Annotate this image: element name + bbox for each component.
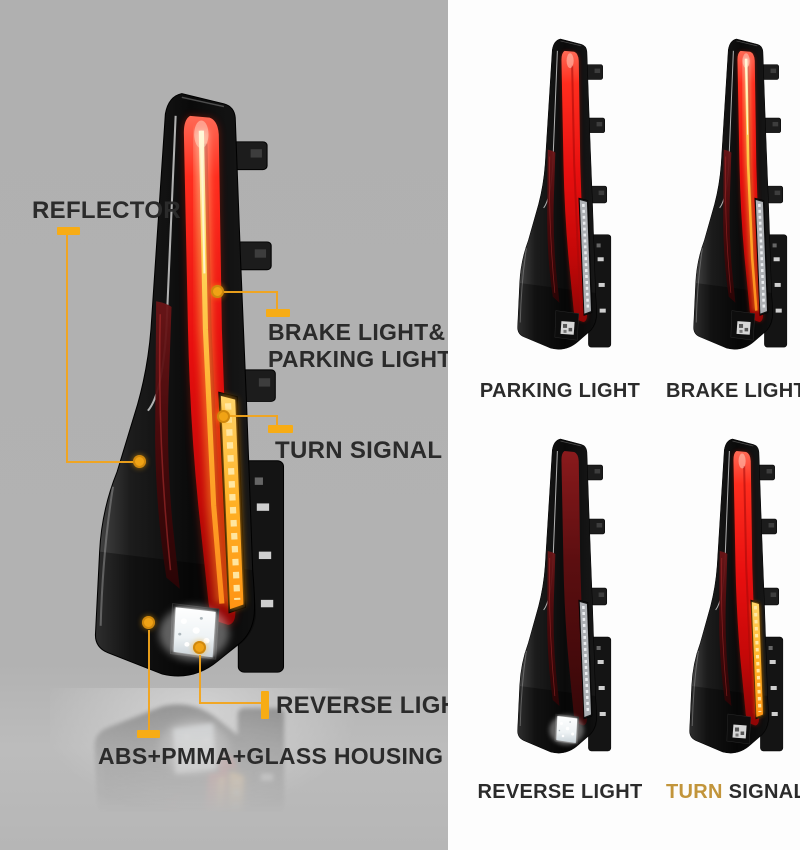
light-modes-gallery: PARKING LIGHT xyxy=(448,0,800,850)
turn-marker xyxy=(268,425,293,433)
reverse-window-sticker xyxy=(736,321,751,335)
brake-marker xyxy=(266,309,290,317)
inner-reflector-band xyxy=(719,551,732,706)
turn-signal-photo xyxy=(680,436,792,766)
tail-lamp-graphic xyxy=(693,38,788,350)
reverse-light-lit xyxy=(159,605,230,662)
reverse-leader-vertical xyxy=(199,655,201,704)
turn-signal-led-strip-unlit xyxy=(755,199,767,314)
reverse-light-caption: REVERSE LIGHT xyxy=(477,781,643,803)
annotated-product-panel: REFLECTOR BRAKE LIGHT& PARKING LIGHT TUR… xyxy=(0,0,473,850)
reverse-window-sticker xyxy=(560,321,575,335)
turn-signal-led-strip-lit xyxy=(220,395,244,610)
turn-signal-led-strip-unlit xyxy=(579,199,591,314)
turn-pointer-dot xyxy=(217,410,230,423)
reverse-light-lit xyxy=(549,715,584,745)
parking-light-caption: PARKING LIGHT xyxy=(479,380,641,402)
turn-leader-vertical xyxy=(276,415,278,427)
inner-reflector-band xyxy=(547,149,560,303)
brake-light-caption: BRAKE LIGHT xyxy=(666,380,800,402)
turn-signal-led-strip-lit xyxy=(751,602,763,717)
turn-label: TURN SIGNAL xyxy=(275,437,443,464)
reflector-leader-horizontal xyxy=(66,461,136,463)
reflector-leader-vertical xyxy=(66,235,68,462)
reverse-pointer-dot xyxy=(193,641,206,654)
tail-lamp-graphic xyxy=(94,704,285,847)
lamp-floor-reflection xyxy=(76,697,302,847)
tail-lamp-graphic xyxy=(94,93,285,677)
reflector-pointer-dot xyxy=(133,455,146,468)
brake-label-line2: PARKING LIGHT xyxy=(268,346,452,372)
lamp-housing xyxy=(94,704,256,847)
turn-signal-led-strip-lit xyxy=(220,771,244,847)
chrome-edge-highlight xyxy=(99,755,114,847)
housing-leader-vertical xyxy=(148,630,150,731)
housing-marker xyxy=(137,730,160,738)
turn-signal-caption: TURN SIGNAL xyxy=(624,781,800,804)
brake-core-light xyxy=(194,776,229,847)
reflector-label: REFLECTOR xyxy=(32,197,181,224)
brake-core-light xyxy=(742,58,760,311)
main-tail-lamp-photo xyxy=(76,88,302,700)
brake-leader-horizontal xyxy=(224,291,278,293)
turn-leader-horizontal xyxy=(230,415,278,417)
inner-reflector-band xyxy=(723,149,736,303)
tail-lamp-graphic xyxy=(517,438,612,754)
reverse-leader-horizontal xyxy=(199,702,262,704)
housing-label: ABS+PMMA+GLASS HOUSING xyxy=(98,743,444,769)
reverse-marker xyxy=(261,691,269,719)
tail-lamp-graphic xyxy=(689,438,784,754)
brake-leader-vertical xyxy=(276,291,278,311)
brake-core-light xyxy=(194,130,229,605)
turn-caption-word2: SIGNAL xyxy=(728,781,800,803)
reverse-label: REVERSE LIGHT xyxy=(276,692,474,719)
reverse-window-sticker xyxy=(732,724,747,739)
brake-parking-light-strip xyxy=(733,451,759,726)
turn-caption-word1: TURN xyxy=(666,781,723,803)
inner-reflector-band xyxy=(155,301,180,589)
unlit-red-lens xyxy=(561,451,587,726)
brake-light-photo xyxy=(684,36,796,362)
tail-lamp-graphic xyxy=(517,38,612,350)
inner-reflector-band xyxy=(155,792,180,847)
parking-light-photo xyxy=(508,36,620,362)
main-tail-lamp-reflection xyxy=(76,697,302,847)
reverse-light-photo xyxy=(508,436,620,766)
brake-pointer-dot xyxy=(211,285,224,298)
housing-pointer-dot xyxy=(142,616,155,629)
reflector-marker xyxy=(57,227,80,235)
brake-label-line1: BRAKE LIGHT& xyxy=(268,319,446,345)
brake-parking-light-strip xyxy=(561,50,587,322)
reverse-light-lit xyxy=(159,719,230,776)
turn-signal-led-strip-unlit xyxy=(579,602,591,717)
inner-reflector-band xyxy=(547,551,560,706)
